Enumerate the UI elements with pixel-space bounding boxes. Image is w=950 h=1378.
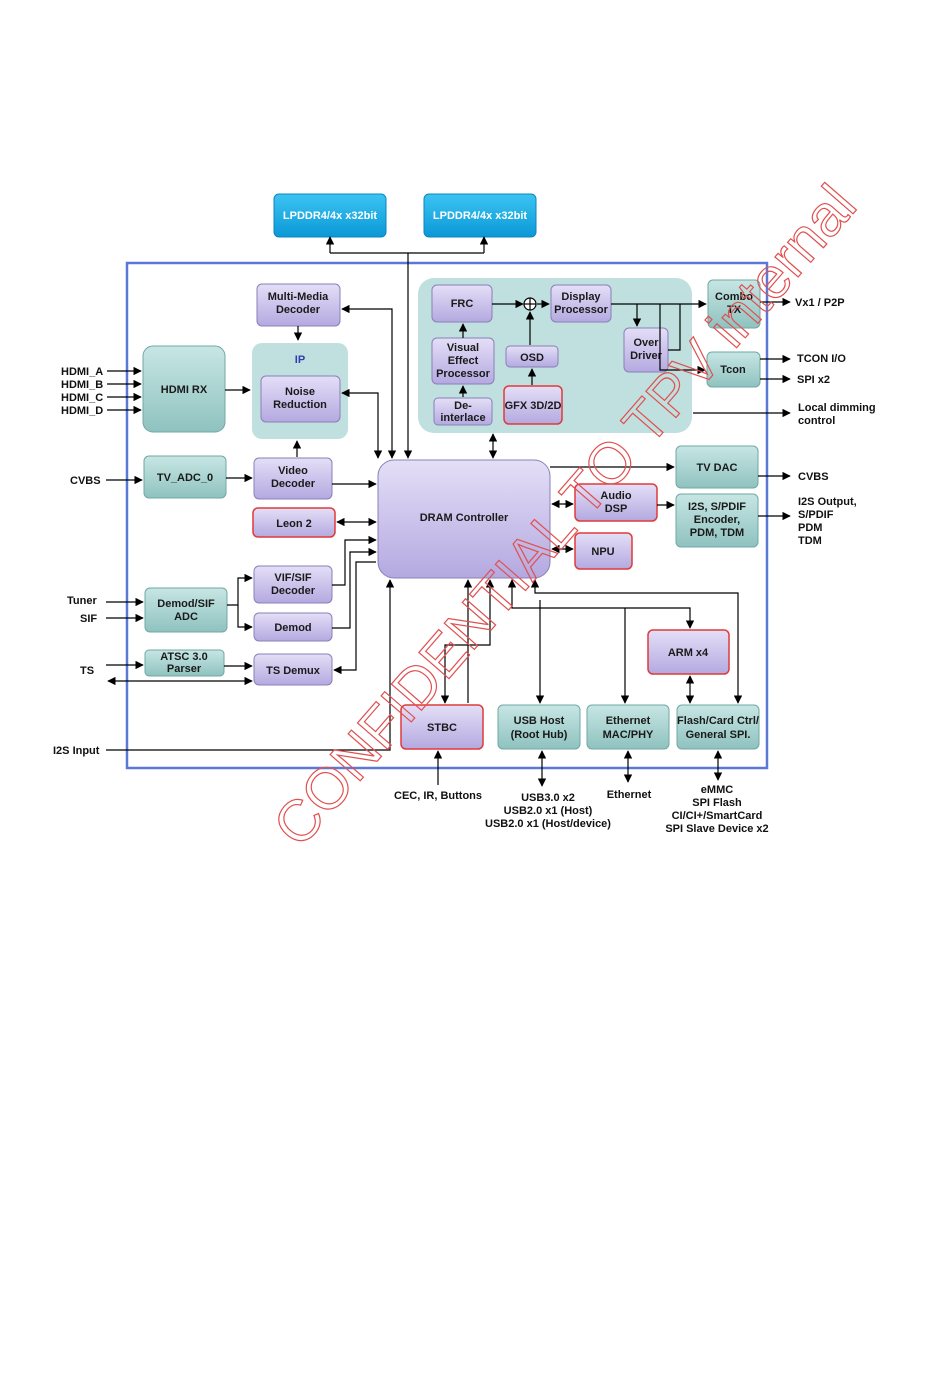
hdmi-d-label: HDMI_D — [61, 405, 103, 417]
svg-text:TV_ADC_0: TV_ADC_0 — [157, 472, 213, 484]
hdmi-rx-block: HDMI RX — [142, 345, 226, 433]
connection-lines — [106, 236, 791, 787]
deinterlace-block: De-interlace — [433, 397, 493, 426]
cec-label: CEC, IR, Buttons — [394, 790, 482, 802]
npu-block: NPU — [574, 532, 633, 570]
svg-text:DRAM Controller: DRAM Controller — [420, 512, 509, 524]
ts-demux-block: TS Demux — [253, 653, 333, 686]
lpddr-block-1: LPDDR4/4x x32bit — [273, 193, 387, 238]
svg-text:OSD: OSD — [520, 352, 544, 364]
svg-text:Leon 2: Leon 2 — [276, 518, 311, 530]
dram-controller-block: DRAM Controller — [377, 459, 551, 579]
svg-text:Flash/Card Ctrl/General SPI.: Flash/Card Ctrl/General SPI. — [677, 715, 759, 741]
osd-block: OSD — [505, 345, 559, 368]
spi-x2-label: SPI x2 — [797, 374, 830, 386]
tv-dac-block: TV DAC — [675, 445, 759, 489]
hdmi-c-label: HDMI_C — [61, 392, 103, 404]
svg-text:Tcon: Tcon — [720, 364, 746, 376]
stbc-block: STBC — [400, 704, 484, 750]
hdmi-a-label: HDMI_A — [61, 366, 103, 378]
demod-block: Demod — [253, 612, 333, 642]
svg-text:STBC: STBC — [427, 722, 457, 734]
frc-block: FRC — [431, 284, 493, 323]
cvbs-in-label: CVBS — [70, 475, 101, 487]
usb-host-block: USB Host(Root Hub) — [497, 704, 581, 750]
leon2-block: Leon 2 — [252, 507, 336, 538]
sif-label: SIF — [80, 613, 97, 625]
cvbs-out-label: CVBS — [798, 471, 829, 483]
tcon-block: Tcon — [706, 351, 761, 388]
tv-adc-block: TV_ADC_0 — [143, 455, 227, 499]
ethernet-label: Ethernet — [607, 789, 652, 801]
svg-text:Demod: Demod — [274, 622, 311, 634]
tcon-io-label: TCON I/O — [797, 353, 846, 365]
hdmi-b-label: HDMI_B — [61, 379, 103, 391]
ts-label: TS — [80, 665, 94, 677]
lpddr-block-2: LPDDR4/4x x32bit — [423, 193, 537, 238]
svg-text:GFX 3D/2D: GFX 3D/2D — [505, 400, 562, 412]
gfx-block: GFX 3D/2D — [503, 385, 563, 425]
summing-node — [523, 297, 537, 311]
i2s-input-label: I2S Input — [53, 745, 100, 757]
svg-text:TS Demux: TS Demux — [266, 665, 321, 677]
svg-text:De-interlace: De-interlace — [440, 400, 485, 424]
svg-text:FRC: FRC — [451, 298, 474, 310]
flash-ctrl-block: Flash/Card Ctrl/General SPI. — [676, 704, 760, 750]
svg-text:LPDDR4/4x x32bit: LPDDR4/4x x32bit — [433, 210, 527, 222]
tuner-label: Tuner — [67, 595, 97, 607]
svg-text:LPDDR4/4x x32bit: LPDDR4/4x x32bit — [283, 210, 377, 222]
svg-text:TV DAC: TV DAC — [697, 462, 738, 474]
vx1-label: Vx1 / P2P — [795, 297, 845, 309]
svg-text:HDMI RX: HDMI RX — [161, 384, 208, 396]
svg-text:NPU: NPU — [591, 546, 614, 558]
arm-block: ARM x4 — [647, 629, 730, 675]
svg-text:ARM x4: ARM x4 — [668, 647, 709, 659]
svg-text:USB Host(Root Hub): USB Host(Root Hub) — [511, 715, 568, 741]
ip-group-label: IP — [295, 354, 305, 366]
